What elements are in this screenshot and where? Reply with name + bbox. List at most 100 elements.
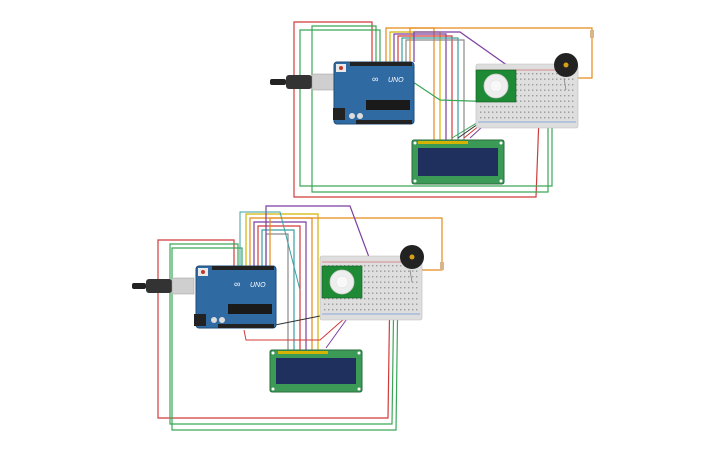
breadboard-hole: [508, 111, 510, 113]
breadboard-hole: [404, 281, 406, 283]
breadboard-hole: [508, 117, 510, 119]
breadboard-hole: [380, 276, 382, 278]
breadboard-hole: [392, 292, 394, 294]
breadboard-hole: [528, 100, 530, 102]
breadboard-hole: [364, 276, 366, 278]
arduino-logo: ∞: [234, 279, 240, 289]
usb-cable: [270, 73, 335, 91]
breadboard-hole: [400, 309, 402, 311]
breadboard-hole: [556, 100, 558, 102]
breadboard-hole: [528, 95, 530, 97]
breadboard-hole: [360, 309, 362, 311]
breadboard-hole: [408, 281, 410, 283]
breadboard-hole: [324, 309, 326, 311]
pir-sensor[interactable]: [475, 69, 517, 103]
breadboard-hole: [364, 281, 366, 283]
breadboard-hole: [556, 73, 558, 75]
wire-orange: [409, 27, 593, 79]
breadboard-hole: [376, 298, 378, 300]
breadboard-hole: [544, 111, 546, 113]
breadboard-hole: [536, 100, 538, 102]
breadboard-hole: [380, 298, 382, 300]
breadboard-hole: [480, 106, 482, 108]
breadboard-hole: [388, 292, 390, 294]
breadboard-hole: [324, 298, 326, 300]
breadboard-hole: [344, 309, 346, 311]
breadboard-hole: [516, 89, 518, 91]
breadboard-hole: [340, 309, 342, 311]
pir-sensor[interactable]: [321, 265, 363, 299]
breadboard-hole: [540, 111, 542, 113]
arduino-uno[interactable]: ∞ UNO: [333, 61, 415, 125]
breadboard-hole: [352, 309, 354, 311]
breadboard-hole: [552, 106, 554, 108]
breadboard-hole: [552, 73, 554, 75]
breadboard-hole: [412, 292, 414, 294]
breadboard-hole: [568, 100, 570, 102]
breadboard-hole: [332, 303, 334, 305]
resistor[interactable]: [440, 262, 444, 270]
wire-teal: [239, 211, 301, 291]
breadboard-hole: [556, 84, 558, 86]
breadboard-hole: [348, 303, 350, 305]
breadboard-hole: [372, 292, 374, 294]
breadboard-hole: [372, 281, 374, 283]
breadboard-hole: [568, 78, 570, 80]
breadboard-hole: [556, 95, 558, 97]
breadboard-hole: [396, 292, 398, 294]
piezo-buzzer[interactable]: [554, 53, 578, 91]
piezo-buzzer[interactable]: [400, 245, 424, 283]
breadboard-hole: [336, 303, 338, 305]
breadboard-hole: [388, 309, 390, 311]
breadboard-hole: [388, 298, 390, 300]
breadboard-hole: [380, 287, 382, 289]
breadboard-hole: [536, 111, 538, 113]
breadboard-hole: [564, 78, 566, 80]
breadboard-hole: [528, 73, 530, 75]
breadboard-hole: [408, 309, 410, 311]
breadboard-hole: [540, 95, 542, 97]
wire-power: [293, 21, 541, 198]
breadboard-hole: [532, 78, 534, 80]
breadboard-hole: [488, 117, 490, 119]
breadboard-hole: [528, 117, 530, 119]
breadboard-hole: [388, 265, 390, 267]
breadboard-hole: [404, 303, 406, 305]
breadboard-hole: [392, 270, 394, 272]
breadboard-hole: [536, 73, 538, 75]
wire-signal: [245, 213, 319, 350]
breadboard-hole: [532, 100, 534, 102]
breadboard-hole: [480, 111, 482, 113]
breadboard-hole: [544, 73, 546, 75]
breadboard-hole: [544, 89, 546, 91]
breadboard-hole: [496, 106, 498, 108]
breadboard-hole: [380, 265, 382, 267]
breadboard-hole: [564, 117, 566, 119]
breadboard-hole: [532, 106, 534, 108]
breadboard-hole: [496, 111, 498, 113]
breadboard-hole: [512, 111, 514, 113]
breadboard-hole: [480, 117, 482, 119]
breadboard-hole: [516, 78, 518, 80]
breadboard-hole: [368, 276, 370, 278]
lcd-display[interactable]: [411, 139, 505, 185]
breadboard-hole: [356, 309, 358, 311]
breadboard-hole: [328, 303, 330, 305]
lcd-display[interactable]: [269, 349, 363, 393]
breadboard-hole: [416, 292, 418, 294]
breadboard-hole: [384, 265, 386, 267]
resistor[interactable]: [590, 30, 594, 38]
breadboard-hole: [532, 117, 534, 119]
breadboard-hole: [376, 265, 378, 267]
breadboard-hole: [504, 106, 506, 108]
breadboard-hole: [548, 117, 550, 119]
wire-orange: [269, 217, 443, 271]
breadboard-hole: [400, 298, 402, 300]
breadboard-hole: [560, 89, 562, 91]
breadboard-hole: [392, 281, 394, 283]
breadboard-hole: [352, 303, 354, 305]
breadboard-hole: [520, 84, 522, 86]
breadboard-hole: [520, 95, 522, 97]
arduino-uno[interactable]: ∞ UNO: [194, 265, 277, 329]
breadboard-hole: [516, 111, 518, 113]
